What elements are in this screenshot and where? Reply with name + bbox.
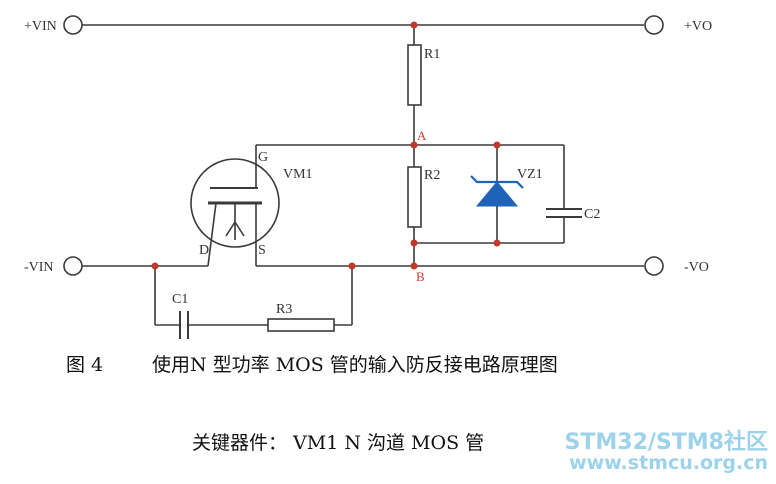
junction-loop-left [151, 262, 159, 270]
junction-top-r1 [410, 21, 418, 29]
mosfet-drain-lead [207, 202, 217, 267]
terminal-vo-plus [644, 15, 664, 35]
label-r2: R2 [424, 168, 440, 183]
resistor-r2 [407, 166, 422, 228]
label-node-a: A [417, 128, 427, 143]
junction-zener-bottom [493, 239, 501, 247]
label-vo-plus: +VO [684, 19, 712, 34]
label-pin-drain: D [199, 243, 209, 258]
resistor-r3 [267, 318, 335, 332]
terminal-vin-minus [63, 256, 83, 276]
mosfet-arrow-right [234, 221, 245, 237]
zener-cathode-bar [470, 175, 524, 189]
label-pin-gate: G [258, 150, 268, 165]
terminal-vo-minus [644, 256, 664, 276]
junction-zener-top [493, 141, 501, 149]
zener-diode-vz1 [475, 181, 519, 207]
figure-caption: 图 4 使用N 型功率 MOS 管的输入防反接电路原理图 [66, 350, 558, 377]
label-node-b: B [416, 269, 425, 284]
label-c1: C1 [172, 292, 188, 307]
label-r3: R3 [276, 302, 292, 317]
label-c2: C2 [584, 207, 600, 222]
label-vm1: VM1 [283, 167, 313, 182]
watermark-line-2: www.stmcu.org.cn [569, 452, 768, 474]
mosfet-arrow-left [225, 221, 236, 237]
figure-title: 使用N 型功率 MOS 管的输入防反接电路原理图 [152, 354, 558, 376]
label-pin-source: S [258, 243, 266, 258]
label-vin-minus: -VIN [24, 260, 54, 275]
watermark-line-1: STM32/STM8社区 [564, 430, 768, 455]
label-vo-minus: -VO [684, 260, 709, 275]
label-vz1: VZ1 [517, 167, 543, 182]
resistor-r1 [407, 44, 422, 106]
junction-loop-right [348, 262, 356, 270]
figure-label: 图 4 [66, 354, 104, 376]
label-vin-plus: +VIN [24, 19, 57, 34]
terminal-vin-plus [63, 15, 83, 35]
junction-r2-bottom [410, 239, 418, 247]
junction-node-b [410, 262, 418, 270]
junction-node-a [410, 141, 418, 149]
label-r1: R1 [424, 47, 440, 62]
key-device-note: 关键器件： VM1 N 沟道 MOS 管 [192, 432, 485, 454]
